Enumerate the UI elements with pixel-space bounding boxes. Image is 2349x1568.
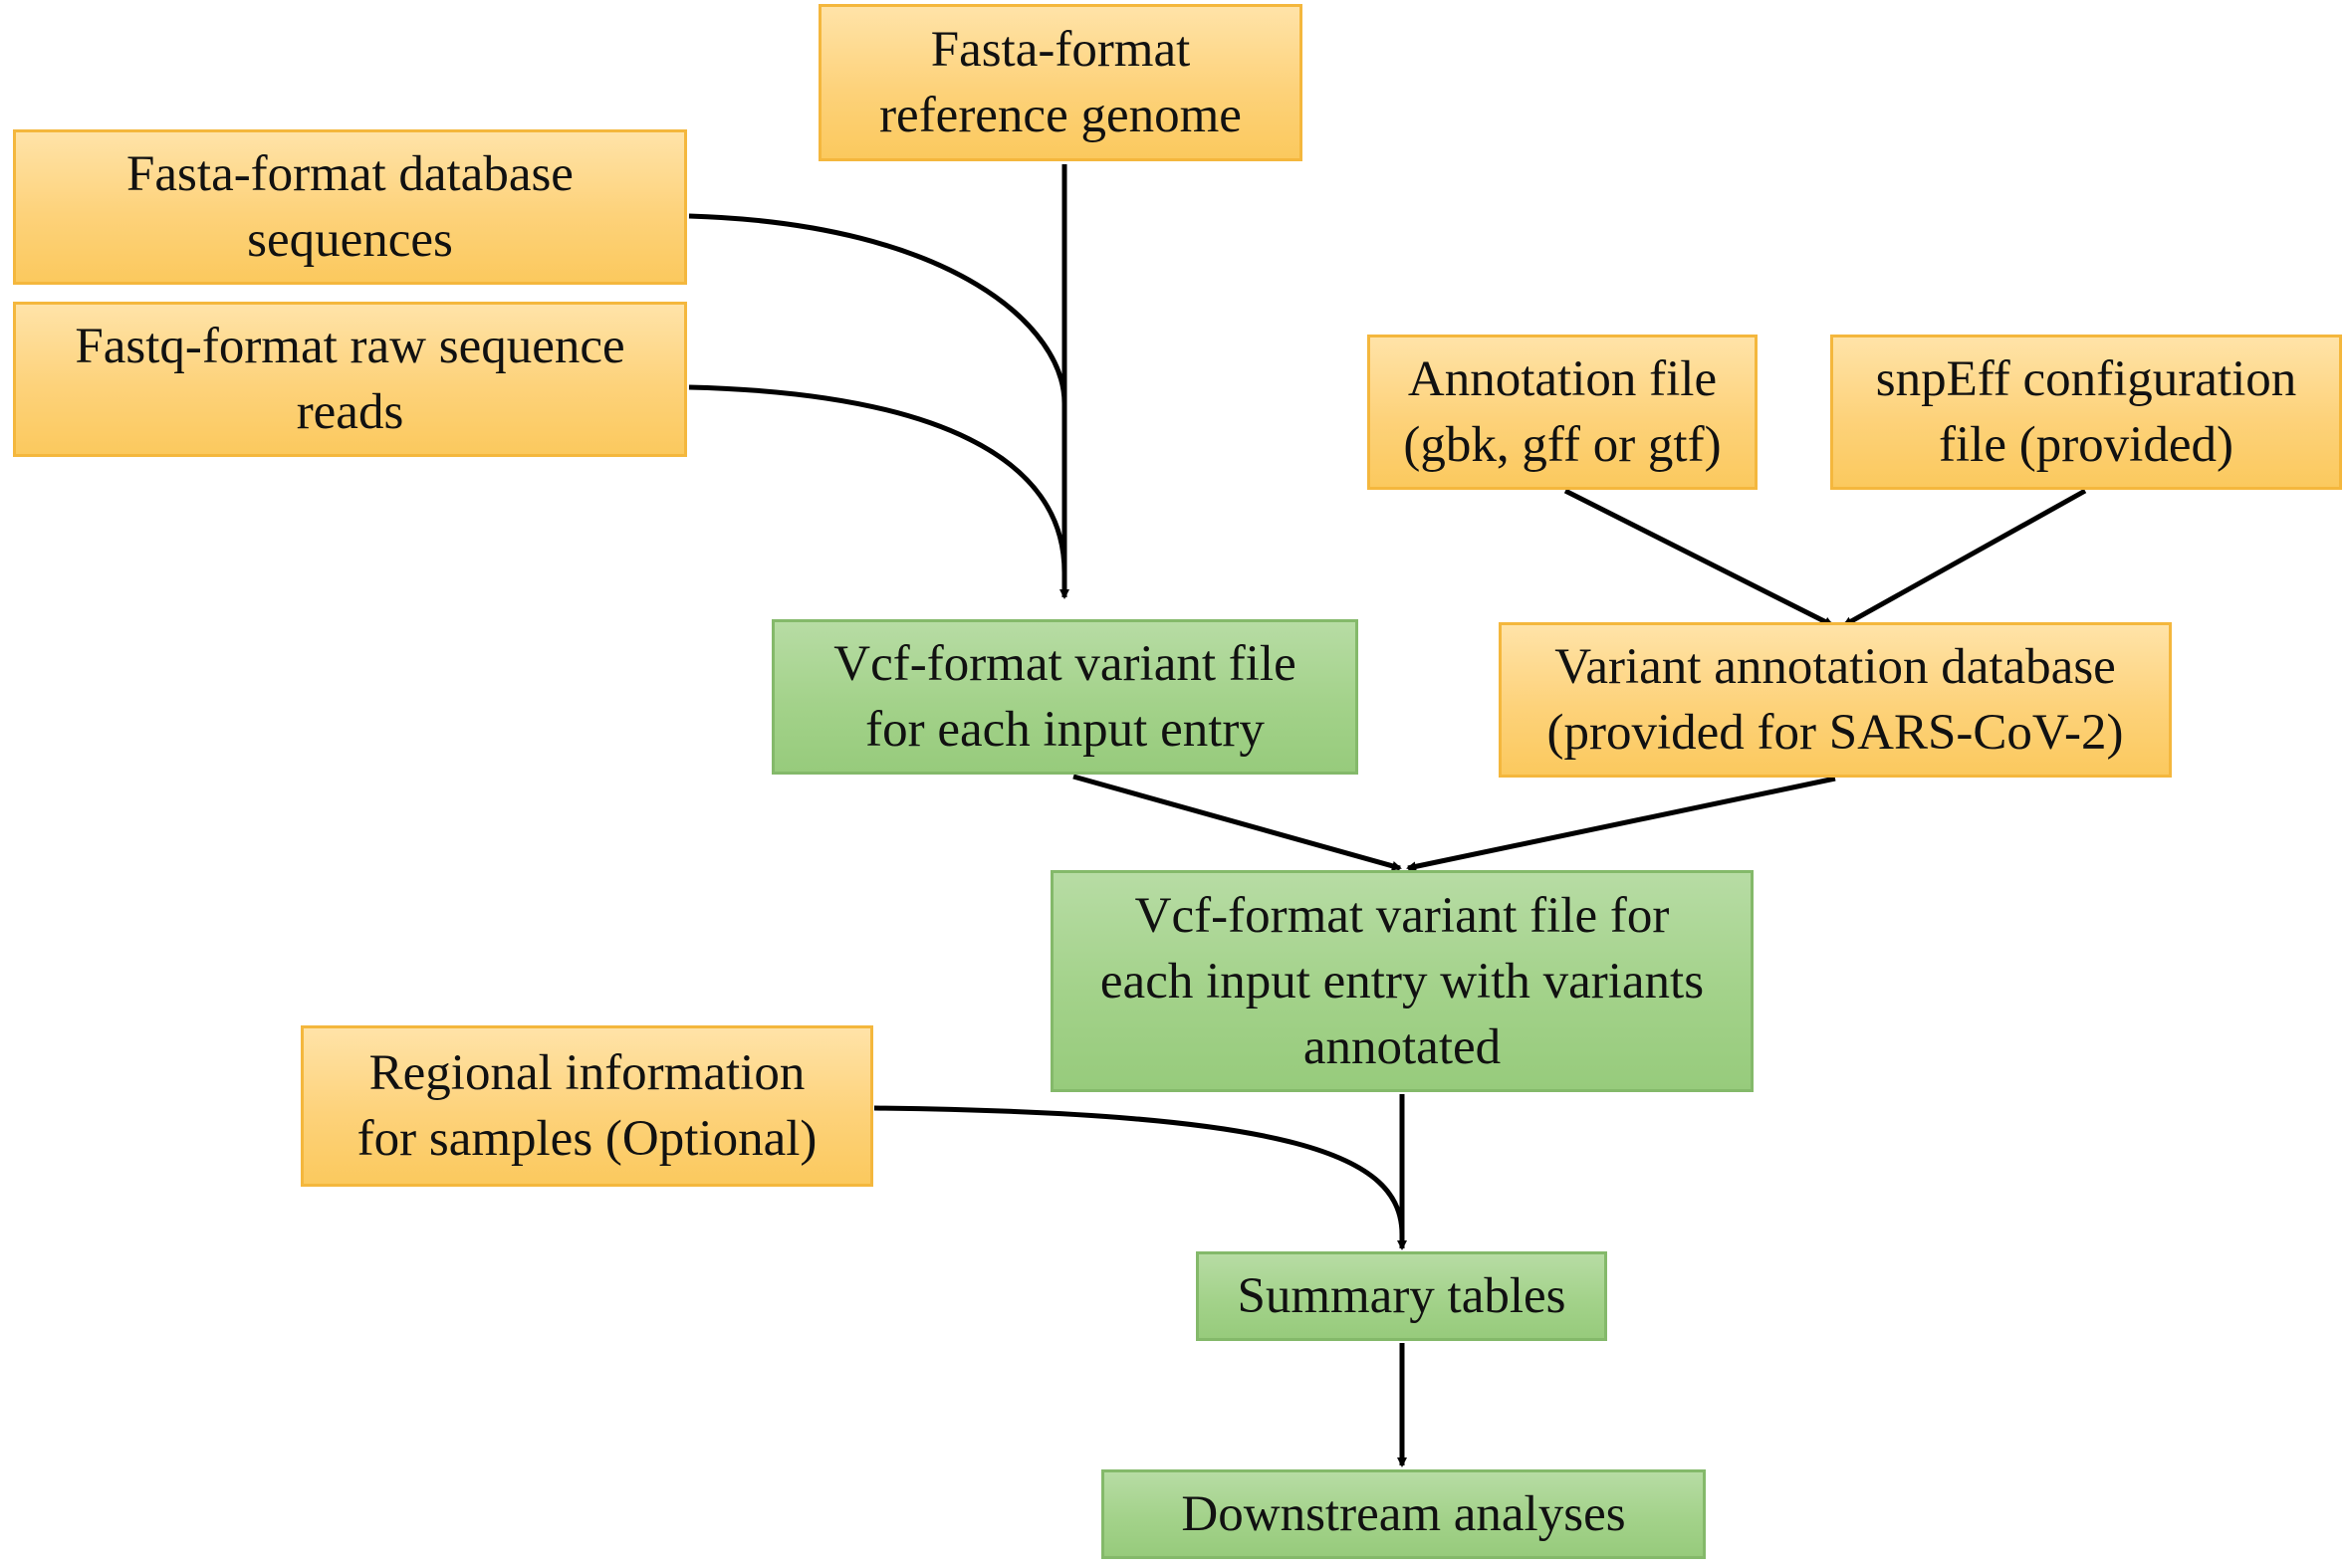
- regional-info-node: Regional information for samples (Option…: [301, 1025, 873, 1187]
- arrow-snpeff-to-db: [1842, 488, 2087, 628]
- arrow-annotation-to-db: [1563, 488, 1834, 628]
- fastq-reads-node: Fastq-format raw sequence reads: [13, 302, 687, 457]
- summary-tables-node: Summary tables: [1196, 1251, 1607, 1341]
- annotation-file-node: Annotation file (gbk, gff or gtf): [1367, 335, 1758, 490]
- arrow-database-to-vcf: [688, 213, 1067, 404]
- fasta-database-node: Fasta-format database sequences: [13, 129, 687, 285]
- arrow-regional-to-summary: [873, 1105, 1405, 1235]
- variant-annotation-db-node: Variant annotation database (provided fo…: [1499, 622, 2172, 778]
- snpeff-config-node: snpEff configuration file (provided): [1830, 335, 2342, 490]
- arrow-db-to-annotated: [1406, 776, 1836, 872]
- arrow-vcf-to-annotated: [1072, 774, 1402, 871]
- fasta-reference-node: Fasta-format reference genome: [819, 4, 1302, 161]
- vcf-annotated-node: Vcf-format variant file for each input e…: [1051, 870, 1754, 1092]
- vcf-variant-node: Vcf-format variant file for each input e…: [772, 619, 1358, 775]
- arrow-reads-to-vcf: [688, 384, 1067, 573]
- downstream-analyses-node: Downstream analyses: [1101, 1469, 1706, 1559]
